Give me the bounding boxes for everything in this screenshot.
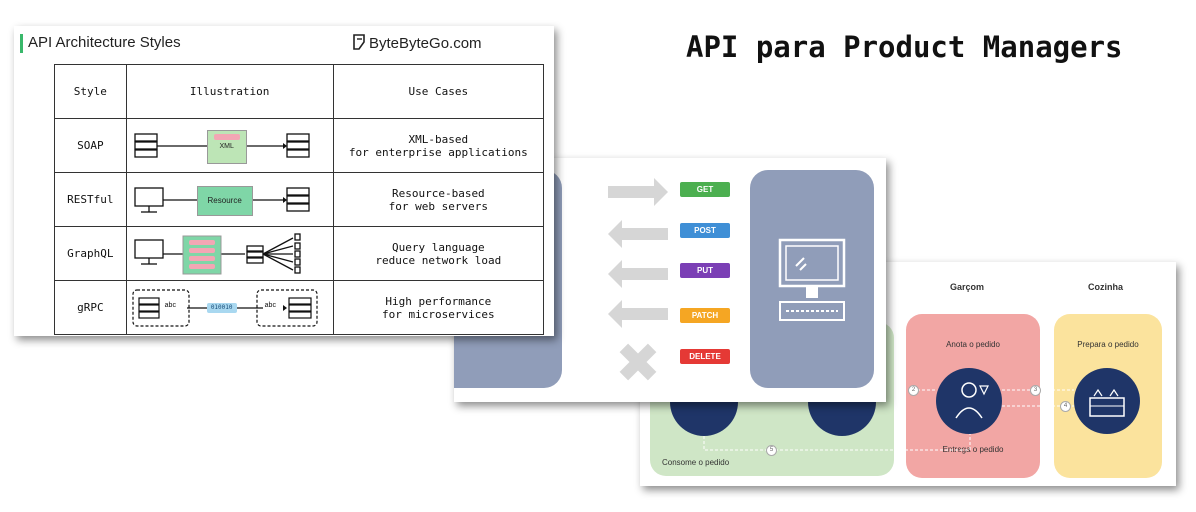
style-cell: RESTful xyxy=(54,172,127,227)
table-row: SOAP XML xyxy=(54,118,545,173)
use-case-cell: XML-based for enterprise applications xyxy=(332,118,545,173)
use-case-line2: for microservices xyxy=(382,307,495,321)
use-case-cell: Resource-based for web servers xyxy=(332,172,545,227)
xml-label: XML xyxy=(219,142,234,150)
table-row: gRPC abc abc xyxy=(54,280,545,335)
step-4-marker: 4 xyxy=(1060,401,1071,412)
step-5-marker: 5 xyxy=(766,445,777,456)
header-illustration: Illustration xyxy=(125,64,334,119)
use-case-line1: Resource-based xyxy=(391,186,485,200)
brand-text: ByteByteGo.com xyxy=(369,34,482,52)
waiter-icon xyxy=(936,368,1002,434)
illustration-cell: XML xyxy=(125,118,334,173)
use-case-cell: High performance for microservices xyxy=(332,280,545,335)
waiter-bottom-label: Entrega o pedido xyxy=(942,445,1004,454)
page-headline: API para Product Managers xyxy=(686,30,1123,64)
method-put-badge: PUT xyxy=(680,263,730,278)
method-delete-badge: DELETE xyxy=(680,349,730,364)
api-styles-table: Style Illustration Use Cases SOAP xyxy=(54,64,545,335)
xml-block: XML xyxy=(206,129,247,164)
illustration-cell xyxy=(125,226,334,281)
style-cell: gRPC xyxy=(54,280,127,335)
customer-bottom-label: Consome o pedido xyxy=(662,458,730,467)
method-patch-badge: PATCH xyxy=(680,308,730,323)
waiter-top-label: Anota o pedido xyxy=(946,340,1000,349)
kitchen-top-label: Prepara o pedido xyxy=(1077,340,1139,349)
step-2-marker: 2 xyxy=(908,385,919,396)
waiter-title: Garçom xyxy=(950,282,985,292)
style-cell: GraphQL xyxy=(54,226,127,281)
table-header-row: Style Illustration Use Cases xyxy=(54,64,545,119)
method-get-badge: GET xyxy=(680,182,730,197)
use-case-line1: XML-based xyxy=(408,132,469,146)
kitchen-icon xyxy=(1074,368,1140,434)
grpc-abc-right: abc xyxy=(264,301,276,309)
use-case-line2: for enterprise applications xyxy=(348,145,528,159)
style-cell: SOAP xyxy=(54,118,127,173)
illustration-cell: Resource xyxy=(125,172,334,227)
use-case-line2: for web servers xyxy=(388,199,488,213)
resource-block: Resource xyxy=(196,185,253,216)
use-case-cell: Query language reduce network load xyxy=(332,226,545,281)
use-case-line1: Query language xyxy=(391,240,485,254)
client-block xyxy=(750,170,874,388)
grpc-abc-left: abc xyxy=(164,301,176,309)
use-case-line2: reduce network load xyxy=(375,253,502,267)
header-use-cases: Use Cases xyxy=(332,64,545,119)
method-post-badge: POST xyxy=(680,223,730,238)
api-styles-card: API Architecture Styles ByteByteGo.com S… xyxy=(14,26,554,336)
table-row: GraphQL xyxy=(54,226,545,281)
brand-label: ByteByteGo.com xyxy=(352,34,482,54)
illustration-cell: abc abc 010010 xyxy=(125,280,334,335)
step-3-marker: 3 xyxy=(1030,385,1041,396)
use-case-line1: High performance xyxy=(385,294,492,308)
table-row: RESTful Resource Resource-based xyxy=(54,172,545,227)
api-styles-title: API Architecture Styles xyxy=(28,34,181,51)
header-style: Style xyxy=(54,64,127,119)
brand-logo-icon xyxy=(352,34,366,54)
grpc-binary-label: 010010 xyxy=(210,303,233,311)
kitchen-title: Cozinha xyxy=(1088,282,1123,292)
title-accent-bar xyxy=(20,34,23,53)
